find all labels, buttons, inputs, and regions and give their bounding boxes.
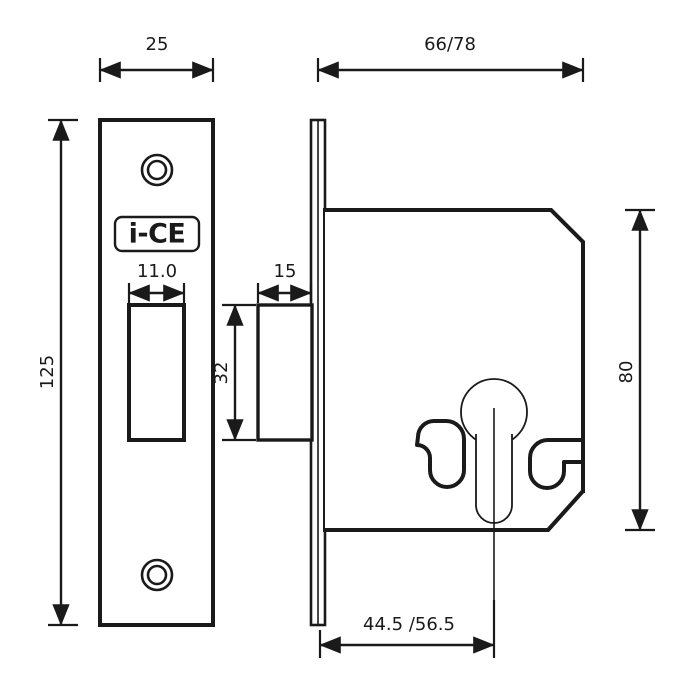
hook-bolt-left <box>415 419 466 489</box>
dimension-label-case-depth: 66/78 <box>424 34 476 55</box>
brand-logo: i-CE <box>113 215 201 253</box>
lock-case-profile <box>325 208 585 532</box>
fixing-screw-hole-top <box>140 153 174 187</box>
dimension-case-depth: 66/78 <box>316 34 585 82</box>
dimension-case-height: 80 <box>616 208 655 532</box>
deadbolt <box>256 303 314 442</box>
hook-bolt-right <box>528 438 583 490</box>
brand-logo-text: i-CE <box>129 219 186 250</box>
dimension-bolt-slot-width: 11.0 <box>127 261 186 303</box>
lock-case-side-view <box>256 118 585 627</box>
fixing-screw-hole-bottom <box>140 558 174 592</box>
dimension-deadbolt-height: 32 <box>211 303 256 442</box>
dimension-faceplate-height: 125 <box>37 118 78 627</box>
dimension-deadbolt-projection: 15 <box>256 261 313 303</box>
dimension-label-faceplate-height: 125 <box>37 355 58 389</box>
dimension-label-deadbolt-height: 32 <box>211 362 232 385</box>
bolt-slot <box>127 303 186 442</box>
dimension-faceplate-width: 25 <box>98 34 215 82</box>
dimension-label-faceplate-width: 25 <box>146 34 169 55</box>
faceplate-front-view: i-CE <box>98 118 215 627</box>
brand-logo-frame <box>113 215 201 253</box>
dimension-label-backset: 44.5 /56.5 <box>363 614 455 635</box>
dimension-label-deadbolt-projection: 15 <box>274 261 297 282</box>
dimension-label-bolt-slot-width: 11.0 <box>137 261 177 282</box>
dimension-backset: 44.5 /56.5 <box>318 600 496 658</box>
dimension-label-case-height: 80 <box>616 361 637 384</box>
